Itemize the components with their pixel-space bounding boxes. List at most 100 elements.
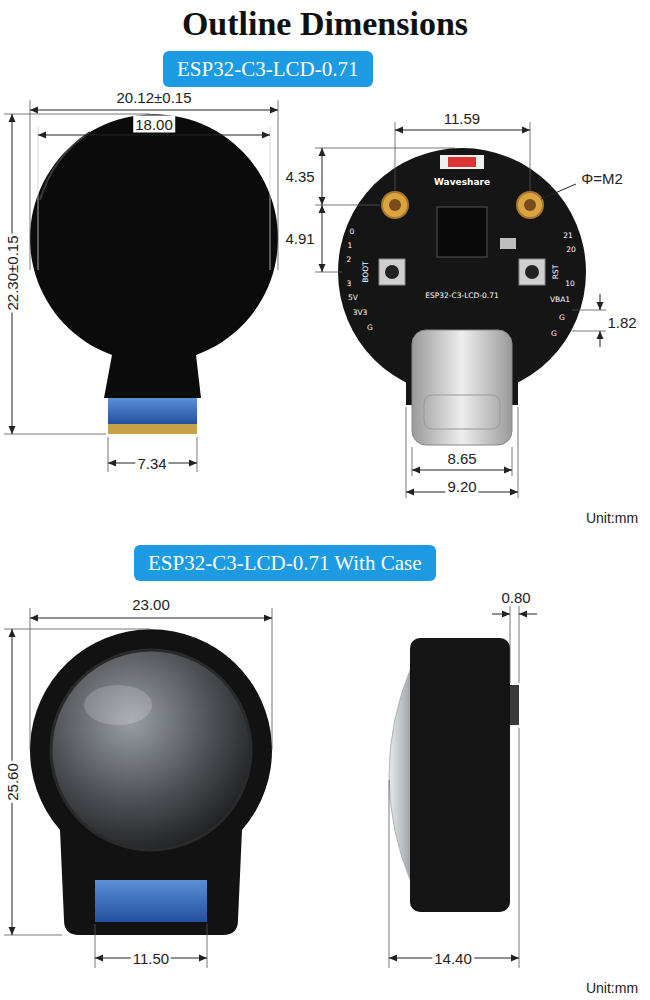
extension-line [572, 331, 606, 332]
extension-line [406, 407, 407, 498]
extension-line [519, 728, 520, 968]
extension-line [389, 780, 390, 968]
extension-line [4, 935, 62, 936]
section-banner: ESP32-C3-LCD-0.71 [163, 51, 373, 87]
dimension-value: 9.20 [445, 478, 478, 495]
case-lens [51, 650, 251, 850]
dimension-value: 22.30±0.15 [4, 234, 21, 313]
case-dome [389, 665, 412, 885]
extension-line [197, 437, 198, 472]
dimension-value: 23.00 [130, 596, 172, 613]
dimension-value: 1.82 [605, 314, 638, 331]
extension-line [315, 272, 342, 273]
extension-line [272, 608, 273, 750]
silkscreen-label: 20 [566, 246, 576, 254]
extension-line [30, 100, 31, 270]
dimension-value: 4.91 [283, 230, 316, 247]
crystal [500, 238, 516, 249]
mount-hole-inner [524, 199, 536, 211]
extension-line [4, 114, 150, 115]
silkscreen-label: 2 [347, 256, 352, 264]
page-title: Outline Dimensions [0, 4, 650, 44]
extension-line [108, 437, 109, 472]
extension-line [395, 122, 396, 191]
extension-line [4, 629, 150, 630]
mount-hole [517, 192, 543, 218]
dimension-value: 25.60 [4, 761, 21, 803]
dimension-line [492, 614, 510, 615]
dimension-line [322, 205, 323, 272]
extension-line [519, 606, 520, 683]
mount-hole [382, 192, 408, 218]
usb-c-detail [424, 395, 500, 429]
mcu-chip [437, 207, 487, 257]
dimension-line [322, 148, 323, 205]
led-lens [448, 157, 476, 167]
led [440, 155, 484, 169]
unit-note: Unit:mm [586, 981, 638, 995]
extension-line [38, 127, 39, 270]
silkscreen-label: RST [552, 265, 560, 280]
extension-line [270, 127, 271, 270]
usb-c-port [412, 330, 512, 445]
extension-line [510, 606, 511, 683]
extension-line [572, 310, 606, 311]
dimension-value: 20.12±0.15 [115, 89, 194, 106]
screen-highlight [40, 132, 90, 200]
silkscreen-label: 1 [348, 242, 353, 250]
extension-line [315, 205, 380, 206]
case-fpc-window [95, 880, 207, 922]
silkscreen-label: G [551, 330, 557, 338]
section-banner: ESP32-C3-LCD-0.71 With Case [134, 545, 436, 581]
dimension-value: 14.40 [432, 950, 474, 967]
case-body [30, 629, 272, 935]
fpc-cable [108, 398, 197, 424]
fpc-connector [108, 424, 197, 434]
extension-line [207, 924, 208, 968]
silkscreen-label: ESP32-C3-LCD-0.71 [425, 292, 499, 300]
extension-line [95, 924, 96, 968]
case-side-body [410, 638, 510, 912]
dimension-value: 7.34 [135, 455, 168, 472]
silkscreen-label: Waveshare [434, 178, 490, 187]
dimension-line [395, 130, 530, 131]
dimension-value: 11.59 [442, 110, 482, 127]
mount-hole-inner [389, 199, 401, 211]
silkscreen-label: BOOT [362, 261, 370, 282]
silkscreen-label: VBA1 [550, 296, 570, 304]
dimension-line [30, 110, 278, 111]
silkscreen-label: G [559, 314, 565, 322]
extension-line [412, 447, 413, 476]
silkscreen-label: 5V [348, 294, 358, 302]
banner-text: ESP32-C3-LCD-0.71 With Case [148, 550, 422, 576]
dimension-line [600, 294, 601, 310]
silkscreen-label: 21 [563, 232, 573, 240]
extension-line [530, 122, 531, 191]
dimension-line [412, 470, 512, 471]
button-cap [525, 265, 539, 279]
silkscreen-label: 3V3 [353, 309, 368, 317]
button-cap [385, 265, 399, 279]
case-side-button [510, 685, 519, 725]
lens-reflection [84, 685, 152, 725]
leader-line [541, 184, 576, 199]
banner-text: ESP32-C3-LCD-0.71 [177, 56, 358, 82]
silkscreen-label: 3 [347, 280, 352, 288]
lcd-screen [30, 114, 278, 398]
dimension-value: 4.35 [283, 168, 316, 185]
dimension-value: 0.80 [499, 589, 532, 606]
button [379, 259, 405, 285]
extension-line [315, 148, 455, 149]
dimension-value: 18.00 [133, 116, 175, 133]
silkscreen-label: G [367, 324, 373, 332]
silkscreen-label: 0 [350, 228, 355, 236]
dimension-line [38, 135, 270, 136]
dimension-value: Φ=M2 [579, 170, 625, 187]
silkscreen-label: 10 [565, 280, 575, 288]
unit-note: Unit:mm [586, 511, 638, 525]
dimension-value: 11.50 [131, 950, 171, 967]
button [519, 259, 545, 285]
extension-line [4, 434, 106, 435]
